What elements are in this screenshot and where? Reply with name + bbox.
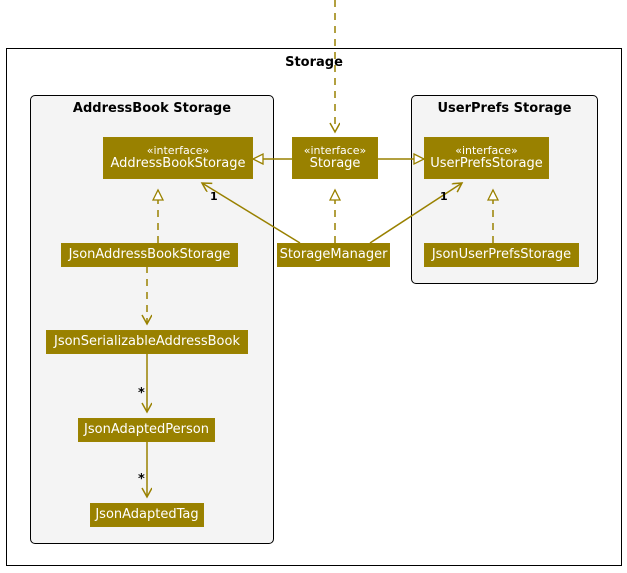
- class-jsonaddressbookstorage[interactable]: JsonAddressBookStorage: [61, 243, 238, 267]
- class-userprefsstorage-name: UserPrefsStorage: [430, 155, 543, 171]
- class-addressbookstorage-stereotype: «interface»: [146, 143, 210, 157]
- class-jsonuserprefsstorage[interactable]: JsonUserPrefsStorage: [424, 243, 579, 267]
- multiplicity-jsonadaptedperson: *: [138, 386, 145, 401]
- class-userprefsstorage[interactable]: «interface» UserPrefsStorage: [424, 137, 549, 179]
- class-jsonserializableaddressbook-name: JsonSerializableAddressBook: [54, 333, 240, 349]
- class-storage-stereotype: «interface»: [303, 143, 367, 157]
- connector-storagemanager-to-userprefsstorage: [369, 183, 462, 244]
- class-addressbookstorage[interactable]: «interface» AddressBookStorage: [103, 137, 253, 179]
- class-addressbookstorage-name: AddressBookStorage: [110, 155, 246, 171]
- multiplicity-jsonadaptedtag: *: [138, 472, 145, 487]
- class-storage-name: Storage: [309, 155, 361, 171]
- class-jsonuserprefsstorage-name: JsonUserPrefsStorage: [431, 246, 572, 262]
- multiplicity-userprefsstorage: 1: [440, 190, 448, 203]
- package-addressbook-storage-title: AddressBook Storage: [72, 101, 232, 116]
- class-jsonadaptedperson-name: JsonAdaptedPerson: [84, 421, 209, 437]
- class-jsonaddressbookstorage-name: JsonAddressBookStorage: [68, 246, 231, 262]
- class-storagemanager-name: StorageManager: [279, 246, 388, 262]
- class-jsonadaptedperson[interactable]: JsonAdaptedPerson: [78, 418, 215, 442]
- package-userprefs-storage-title: UserPrefs Storage: [437, 101, 572, 116]
- class-storage[interactable]: «interface» Storage: [292, 137, 378, 179]
- connector-storagemanager-to-addressbookstorage: [202, 183, 301, 244]
- class-jsonadaptedtag[interactable]: JsonAdaptedTag: [90, 503, 204, 527]
- class-userprefsstorage-stereotype: «interface»: [455, 143, 518, 157]
- frame-title: Storage: [285, 55, 343, 70]
- multiplicity-addressbookstorage: 1: [210, 190, 218, 203]
- class-jsonadaptedtag-name: JsonAdaptedTag: [95, 506, 199, 522]
- class-jsonserializableaddressbook[interactable]: JsonSerializableAddressBook: [46, 330, 248, 354]
- class-storagemanager[interactable]: StorageManager: [277, 243, 390, 267]
